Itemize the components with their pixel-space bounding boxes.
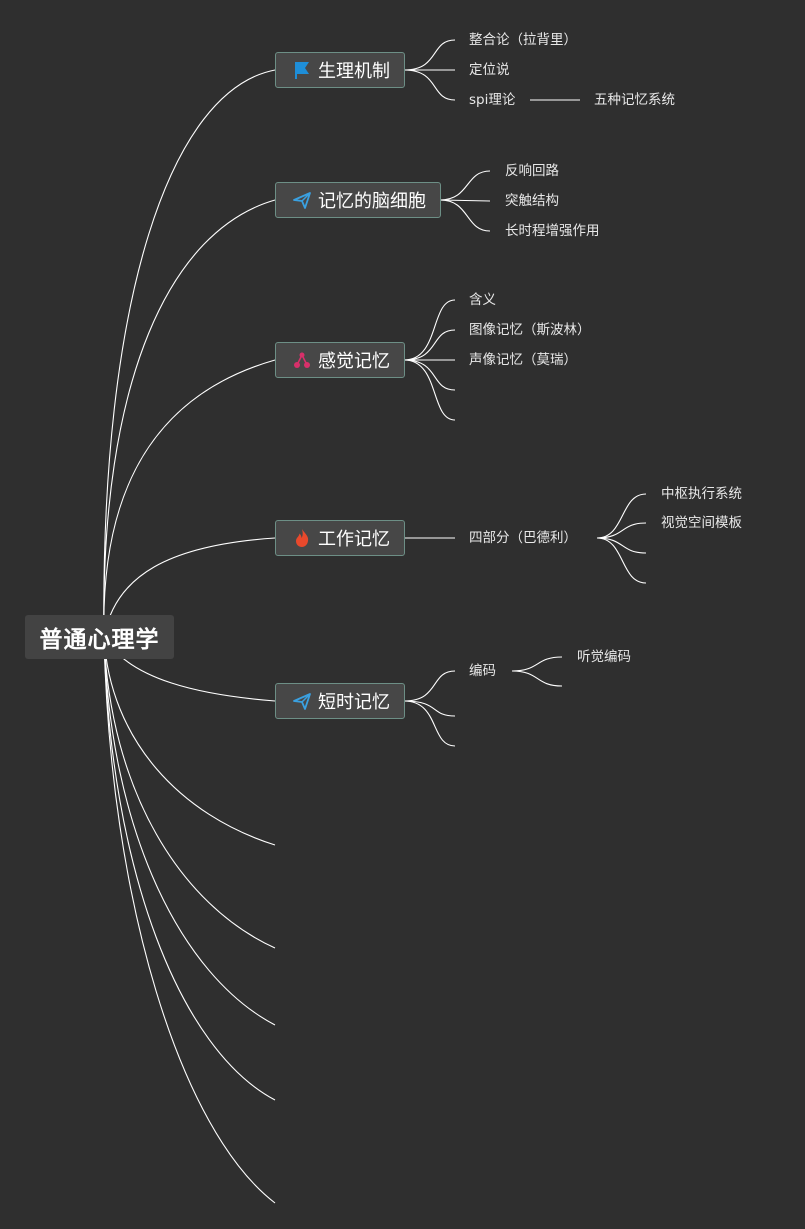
fire-icon xyxy=(292,528,312,548)
subtopic-iconic-memory[interactable]: 图像记忆（斯波林） xyxy=(469,322,591,338)
link-b3-c2 xyxy=(403,329,456,361)
flow-icon xyxy=(292,350,312,370)
topic-physiological-mechanism[interactable]: 生理机制 xyxy=(275,52,405,88)
subtopic-echoic-memory[interactable]: 声像记忆（莫瑞） xyxy=(469,352,577,368)
link-b2-c2 xyxy=(439,199,491,202)
link-root-b2 xyxy=(103,199,276,638)
topic-label: 短时记忆 xyxy=(318,692,390,713)
root-topic[interactable]: 普通心理学 xyxy=(25,615,174,659)
link-b2-c1 xyxy=(439,170,491,201)
link-b5-c3 xyxy=(403,700,456,747)
link-b4-s4 xyxy=(596,537,647,584)
subtopic-integration-theory[interactable]: 整合论（拉背里） xyxy=(469,32,577,48)
subtopic-reverberating-circuit[interactable]: 反响回路 xyxy=(505,163,559,179)
subtopic-visuospatial-sketchpad[interactable]: 视觉空间模板 xyxy=(661,515,742,531)
topic-working-memory[interactable]: 工作记忆 xyxy=(275,520,405,556)
link-b5-s2 xyxy=(511,670,563,687)
link-root-b7 xyxy=(103,636,276,949)
subtopic-five-memory-systems[interactable]: 五种记忆系统 xyxy=(594,92,675,108)
link-b2-c3 xyxy=(439,199,491,232)
root-topic-label: 普通心理学 xyxy=(39,627,160,653)
topic-sensory-memory[interactable]: 感觉记忆 xyxy=(275,342,405,378)
link-b4-s3 xyxy=(596,537,647,554)
topic-label: 生理机制 xyxy=(318,61,390,82)
link-root-b6 xyxy=(103,636,276,846)
link-b3-c4 xyxy=(403,359,456,391)
link-b5-c2 xyxy=(403,700,456,717)
subtopic-encoding[interactable]: 编码 xyxy=(469,663,496,679)
link-b5-c1 xyxy=(403,670,456,702)
subtopic-acoustic-encoding[interactable]: 听觉编码 xyxy=(577,649,631,665)
link-root-b10 xyxy=(103,636,276,1204)
subtopic-localization-theory[interactable]: 定位说 xyxy=(469,62,510,78)
paper-plane-icon xyxy=(292,190,312,210)
topic-label: 感觉记忆 xyxy=(318,351,390,372)
link-b4-s2 xyxy=(596,522,647,539)
flag-icon xyxy=(292,60,312,80)
subtopic-meaning[interactable]: 含义 xyxy=(469,292,496,308)
subtopic-four-components[interactable]: 四部分（巴德利） xyxy=(469,530,577,546)
link-b1-c1 xyxy=(403,39,456,71)
link-b1-c3 xyxy=(403,69,456,101)
link-b5-s1 xyxy=(511,656,563,672)
link-root-b1 xyxy=(103,69,276,638)
topic-label: 工作记忆 xyxy=(318,529,390,550)
link-b3-c1 xyxy=(403,299,456,361)
link-root-b9 xyxy=(103,636,276,1101)
subtopic-central-executive[interactable]: 中枢执行系统 xyxy=(661,486,742,502)
subtopic-synaptic-structure[interactable]: 突触结构 xyxy=(505,193,559,209)
topic-short-term-memory[interactable]: 短时记忆 xyxy=(275,683,405,719)
link-b4-s1 xyxy=(596,493,647,539)
subtopic-spi-theory[interactable]: spi理论 xyxy=(469,92,516,108)
link-root-b3 xyxy=(103,359,276,638)
topic-label: 记忆的脑细胞 xyxy=(318,191,426,212)
paper-plane-icon xyxy=(292,691,312,711)
link-b3-c5 xyxy=(403,359,456,421)
link-root-b8 xyxy=(103,636,276,1026)
subtopic-long-term-potentiation[interactable]: 长时程增强作用 xyxy=(505,223,600,239)
topic-memory-brain-cells[interactable]: 记忆的脑细胞 xyxy=(275,182,441,218)
